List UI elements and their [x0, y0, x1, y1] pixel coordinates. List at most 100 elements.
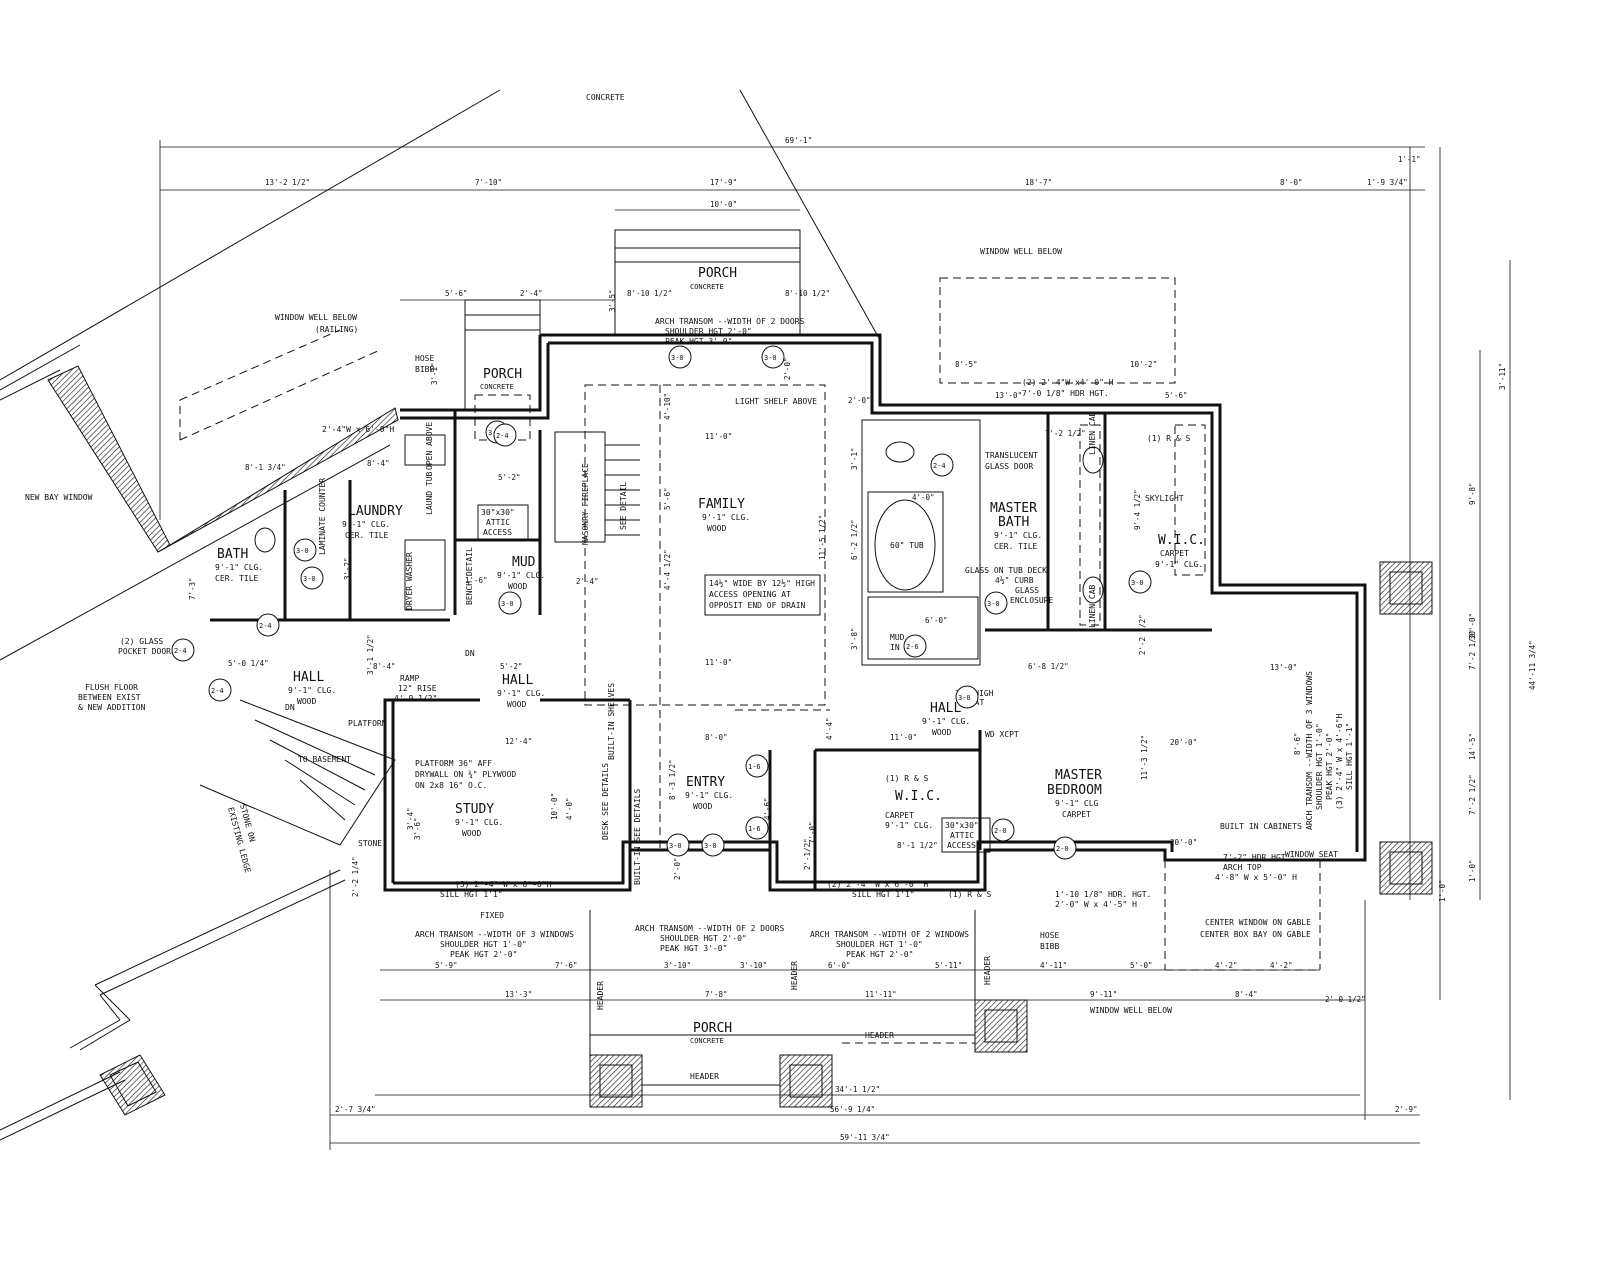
dim-top-right-small: 1'-1" [1398, 155, 1421, 164]
door-tag-circle [1053, 836, 1077, 860]
porch-top-arch-2: SHOULDER HGT 2'-0" [665, 327, 752, 336]
door-tag-circle [293, 538, 317, 562]
dim-int-43: 7'-0" [808, 821, 817, 844]
dim-top-3: 17'-9" [710, 178, 737, 187]
east-arch-1: ARCH TRANSOM --WIDTH OF 3 WINDOWS [1305, 671, 1314, 830]
dn-2: DN [285, 703, 295, 712]
hall-center-name: HALL [502, 673, 533, 688]
dim-int-28: 12'-4" [505, 737, 532, 746]
exterior-walls [383, 333, 1367, 892]
dim-bot1-5: 6'-0" [828, 961, 851, 970]
porch-bottom-outline [589, 910, 976, 1086]
door-tag-circle [1128, 570, 1152, 594]
east-arch-3: PEAK HGT 2'-0" [1325, 733, 1334, 800]
glass-pocket-1: (2) GLASS [120, 637, 164, 646]
mud-clg: 9'-1" CLG. [497, 571, 545, 580]
r-s-top: (1) R & S [1147, 434, 1191, 443]
door-tag-circle [256, 613, 280, 637]
wic-arch-1: ARCH TRANSOM --WIDTH OF 2 WINDOWS [810, 930, 969, 939]
dim-overall-top: 69'-1" [785, 136, 812, 145]
center-box-bay: CENTER BOX BAY ON GABLE [1200, 930, 1311, 939]
dim-int-54: 2'-0" [673, 857, 682, 880]
light-shelf: LIGHT SHELF ABOVE [735, 397, 817, 406]
dim-bot1-2: 7'-6" [555, 961, 578, 970]
dim-porch-2: 2'-4" [520, 289, 543, 298]
dim-bottom-56: 56'-9 1/4" [830, 1105, 875, 1114]
fixed-label: FIXED [480, 911, 504, 920]
porch-bottom-floor: CONCRETE [690, 1037, 724, 1045]
wic-arch-3: PEAK HGT 2'-0" [846, 950, 913, 959]
entry-name: ENTRY [686, 775, 725, 790]
built-in-cabinets: BUILT IN CABINETS [1220, 822, 1302, 831]
master-bedroom-name-2: BEDROOM [1047, 783, 1102, 798]
dim-right-5: 7'-2 1/2" [1468, 629, 1477, 670]
door-tag: 2-4 [933, 462, 946, 470]
built-in-shelves: BUILT-IN SHELVES [607, 683, 616, 760]
header-2: HEADER [690, 1072, 719, 1081]
wic-top-name: W.I.C. [1158, 533, 1205, 548]
built-in-see-details: BUILT-IN SEE DETAILS [633, 788, 642, 885]
attic-wic-2: ATTIC [950, 831, 974, 840]
dim-int-30: 4'-0" [565, 797, 574, 820]
dim-int-31: 3'-6" [413, 817, 422, 840]
dim-right-8: 1'-0" [1468, 859, 1477, 882]
dim-int-29: 10'-0" [550, 793, 559, 820]
porch-top-arch-1: ARCH TRANSOM --WIDTH OF 2 DOORS [655, 317, 804, 326]
door-tag: 3-0 [501, 600, 514, 608]
linen-cab-2: LINEN CAB [1088, 584, 1097, 628]
door-tag-circle [745, 754, 769, 778]
dim-int-45: 2'-0" [783, 357, 792, 380]
door-tag: 3-0 [296, 547, 309, 555]
bay-window-wall [47, 365, 171, 553]
east-arch-5: SILL HGT 1'-1" [1345, 723, 1354, 790]
bench-detail: BENCH DETAIL [465, 547, 474, 605]
dim-int-39: 3'-1" [430, 362, 439, 385]
bath-clg: 9'-1" CLG. [215, 563, 263, 572]
door-tag: 3-0 [987, 600, 1000, 608]
existing-wall-angle [157, 407, 399, 553]
laundry-floor: CER. TILE [345, 531, 389, 540]
dim-int-42: 2'-4" [576, 577, 599, 586]
family-clg: 9'-1" CLG. [702, 513, 750, 522]
translucent-1: TRANSLUCENT [985, 451, 1038, 460]
dim-int-51: 3'-2" [343, 557, 352, 580]
dim-int-13: 13'-0" [995, 391, 1022, 400]
study-clg: 9'-1" CLG. [455, 818, 503, 827]
header-rot-3: HEADER [983, 956, 992, 985]
bath-name: BATH [217, 547, 248, 562]
dim-top-5: 8'-0" [1280, 178, 1303, 187]
door-tag: 3-0 [764, 354, 777, 362]
ramp-3: 4'-9 1/2" [394, 694, 437, 703]
dim-int-50: 2'-1/2" [803, 838, 812, 870]
door-tag: 2-4 [496, 432, 509, 440]
r-s-wic: (1) R & S [885, 774, 929, 783]
porch-top-floor: CONCRETE [690, 283, 724, 291]
entry-clg: 9'-1" CLG. [685, 791, 733, 800]
attic-mud-3: ACCESS [483, 528, 512, 537]
dim-int-25: 9'-4 1/2" [1133, 489, 1142, 530]
door-tag: 1-6 [748, 825, 761, 833]
dim-top-6: 1'-9 3/4" [1367, 178, 1408, 187]
master-bedroom-clg: 9'-1" CLG [1055, 799, 1099, 808]
dim-int-26: 6'-8 1/2" [1028, 662, 1069, 671]
dryer-washer: DRYER WASHER [405, 552, 414, 610]
dim-top-4: 18'-7" [1025, 178, 1052, 187]
hall-left-name: HALL [293, 670, 324, 685]
dim-bot1-3: 3'-10" [664, 961, 691, 970]
access-note-1: 14½" WIDE BY 12½" HIGH [709, 578, 815, 588]
wd-xcpt: WD XCPT [985, 730, 1019, 739]
to-basement: TO BASEMENT [298, 755, 351, 764]
dim-porch-1: 5'-6" [445, 289, 468, 298]
mud-name: MUD [512, 555, 536, 570]
dim-bot2-1: 13'-3" [505, 990, 532, 999]
master-bedroom-name-1: MASTER [1055, 768, 1102, 783]
study-window-1: (3) 2'-4" W x 6'-0"H [455, 880, 552, 889]
family-floor: WOOD [707, 524, 726, 533]
desk-see-details: DESK SEE DETAILS [601, 763, 610, 840]
hall-right-floor: WOOD [932, 728, 951, 737]
dim-right-1: 3'-11" [1498, 363, 1507, 390]
dim-right-4: 44'-11 3/4" [1528, 640, 1537, 690]
linen-cab-1: LINEN CAB [1088, 411, 1097, 455]
window-seat: WINDOW SEAT [1285, 850, 1338, 859]
wic-arch-2: SHOULDER HGT 1'-0" [836, 940, 923, 949]
